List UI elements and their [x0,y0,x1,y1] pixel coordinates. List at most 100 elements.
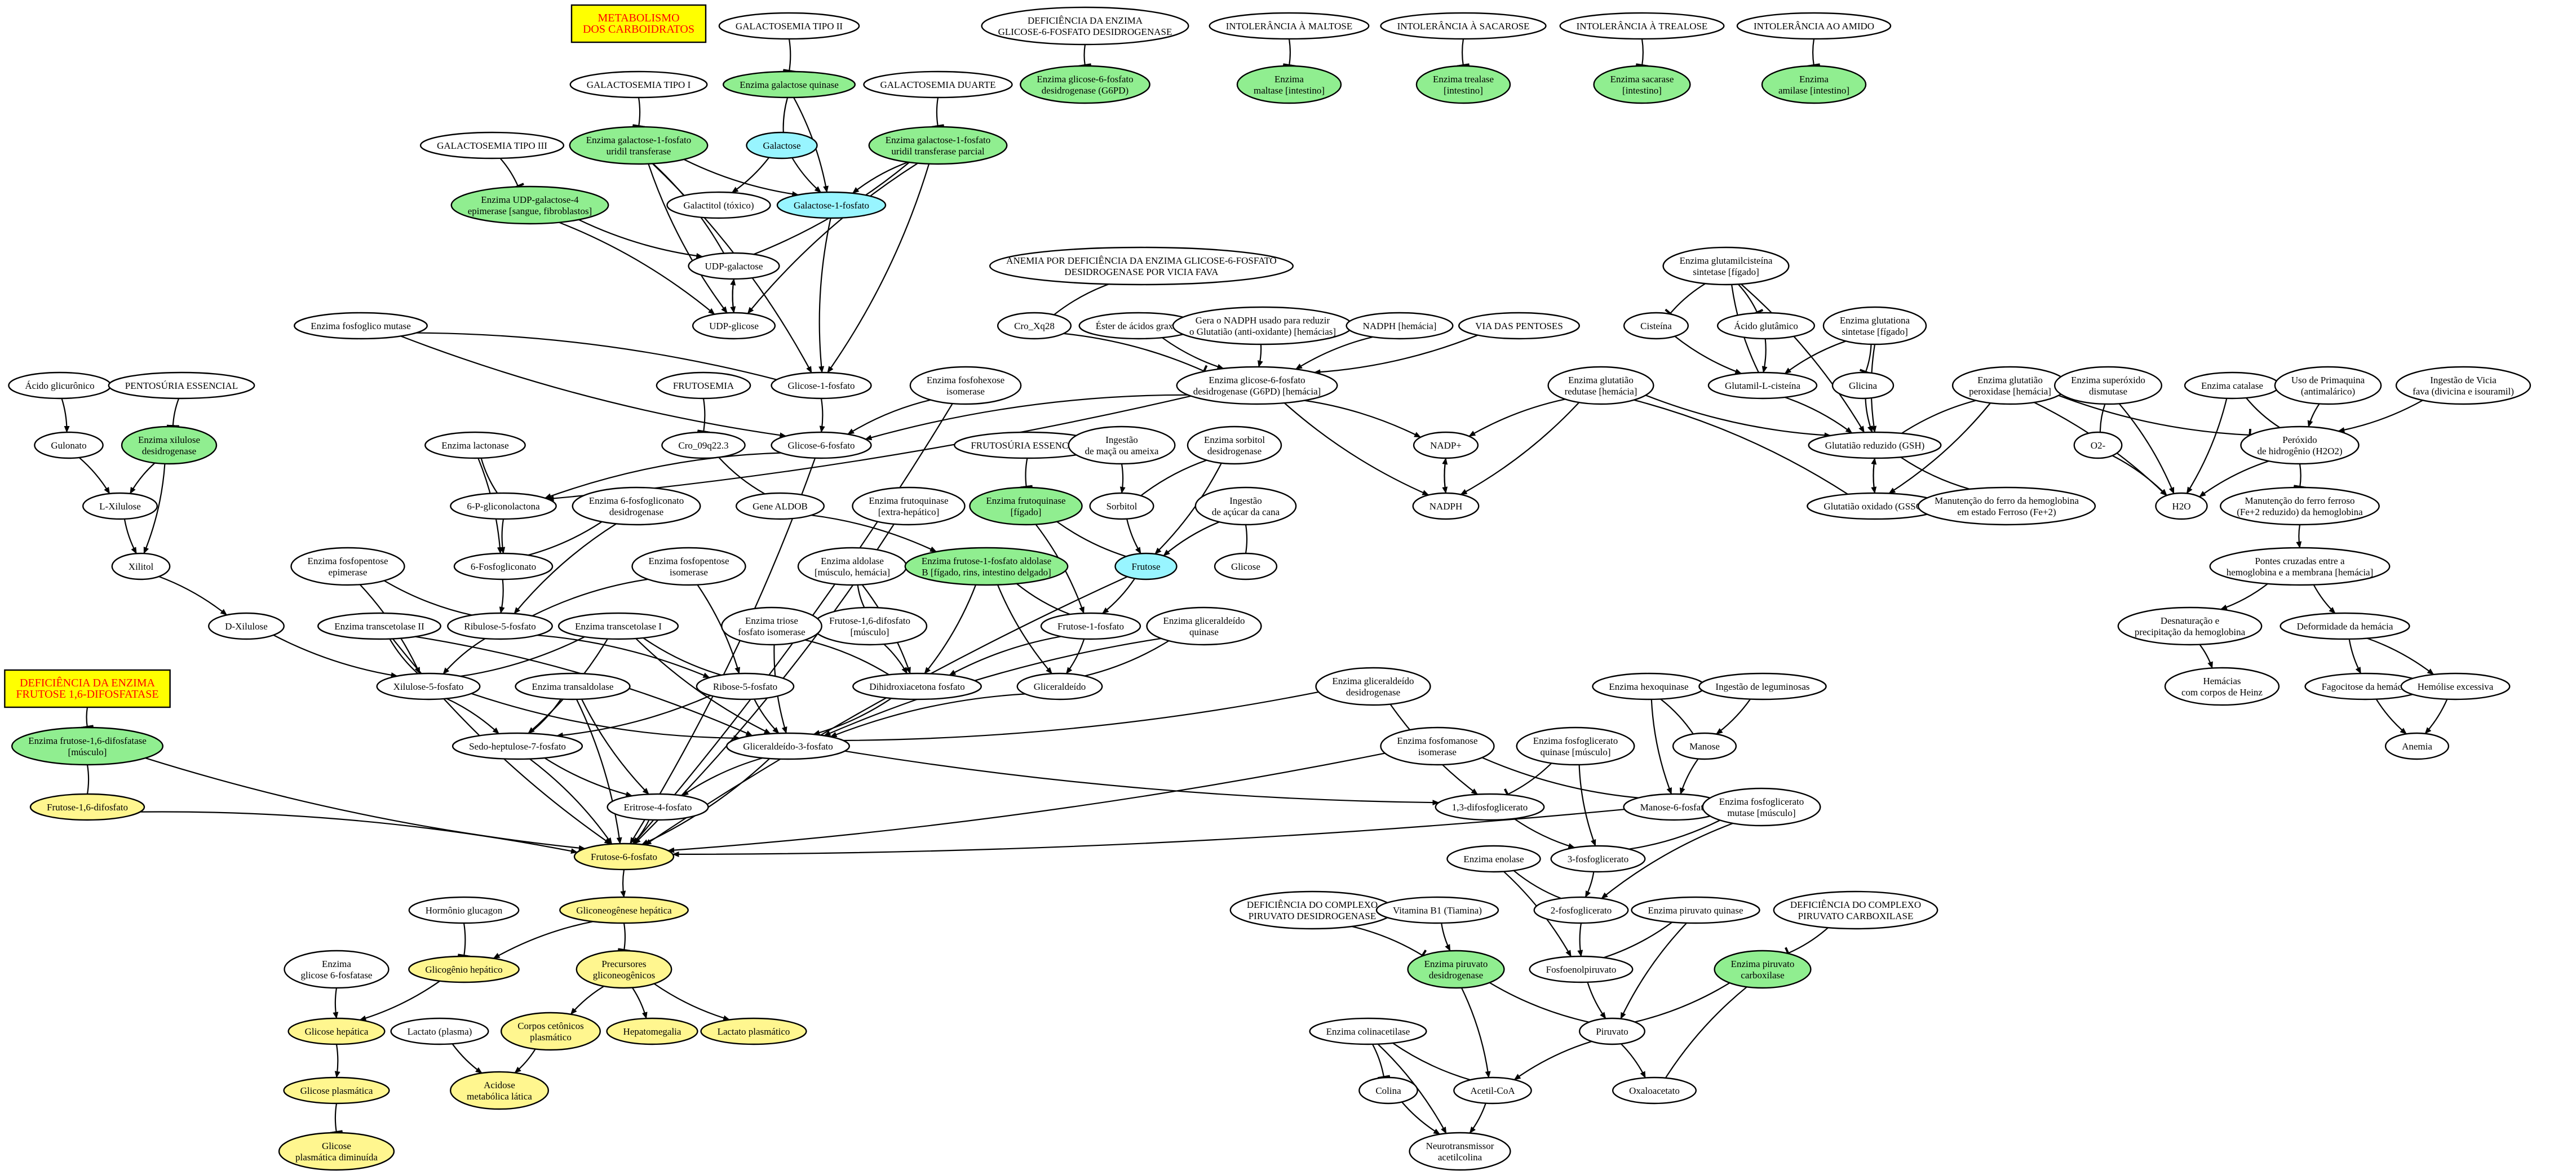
node-label: VIA DAS PENTOSES [1475,321,1563,331]
node-label: Frutose-1,6-difosfato [47,802,128,813]
node-label: Enzima fosfoglicerato [1533,735,1618,746]
node-shape [661,431,746,459]
node-label: Enzima [1799,74,1829,85]
node-label: Enzima glutationa [1840,315,1910,326]
node-shape [2117,606,2263,646]
node-label: Enzima galactose quinase [740,79,839,90]
edge-pentosuria-to-e_xilulose_desid [166,398,180,428]
node-frut16dp-y: Frutose-1,6-difosfato [29,793,145,821]
node-label: Enzima galactose-1-fosfato [886,135,990,145]
node-shape [2164,667,2280,706]
node-label: DOS CARBOIDRATOS [583,23,694,36]
node-label: [músculo] [68,747,107,757]
node-shape [1068,425,1176,465]
edge-fagocitose-to-anemia [2375,699,2407,735]
node-label: GALACTOSEMIA TIPO III [437,140,547,151]
edge-eritrose4p-to-frut6p [632,819,650,845]
node-e-fosfoglicomutase: Enzima fosfoglico mutase [294,312,428,340]
node-frut6p: Frutose-6-fosfato [573,843,675,871]
edge-glicina-to-glutationa_red [1865,398,1873,433]
node-galduarte: GALACTOSEMIA DUARTE [863,70,1013,99]
edge-e_glutamilcist-to-ac_glutamico [1737,283,1764,316]
node-hormonio-glucagon: Hormônio glucagon [408,896,520,924]
node-dihidroxiacetona: Dihidroxiacetona fosfato [852,672,982,700]
node-anemia-fava: ANEMIA POR DEFICIÊNCIA DA ENZIMA GLICOSE… [989,246,1294,286]
node-label: DEFICIÊNCIA DO COMPLEXO [1790,899,1921,910]
node-oxaloacetato: Oxaloacetato [1612,1076,1697,1105]
edge-e_sorbitol_desid-to-frutose [1154,463,1222,555]
node-label: Ribose-5-fosfato [713,681,777,692]
node-label: Precursores [601,959,646,969]
edge-manut_ferro_ferroso-to-pontes [2296,524,2302,548]
node-e-transaldolase: Enzima transaldolase [515,672,631,700]
edge-anemia_fava-to-cro_xq28 [1054,283,1109,316]
node-shape [692,312,776,340]
edge-int_trealose-to-e_sacarase [1635,38,1649,68]
node-label: Frutose-1-fosfato [1057,621,1124,632]
node-galactitol: Galactitol (tóxico) [666,191,771,219]
edge-nadph-to-nadp [1442,458,1448,494]
node-shape [11,726,163,766]
edge-e_fosfoglicerato_quin-to-bifosfoglicerato [1503,762,1552,801]
edge-e_galt-to-gal1p [683,158,799,197]
edge-nadph_hem-to-e_g6pd_hem [1295,336,1373,370]
node-label: Hormônio glucagon [426,905,503,916]
node-shape [284,950,390,989]
node-label: Enzima 6-fosfogliconato [589,495,684,506]
edge-glc6p-to-gliconolactona [544,452,781,499]
node-shape [631,547,746,586]
node-sorbitol: Sorbitol [1089,492,1154,520]
node-label: Glicogênio hepático [425,964,502,975]
node-label: Enzima catalase [2201,380,2263,391]
node-label: mutase [músculo] [1727,808,1795,818]
node-label: epimerase [sangue, fibroblastos] [468,206,592,216]
node-primaquina: Uso de Primaquina(antimalárico) [2274,366,2382,405]
edge-frut16dp_musc-to-dihidroxiacetona [883,644,908,675]
node-shape [666,191,771,219]
node-label: amilase [intestino] [1778,85,1849,96]
edge-fosfoglicerato2-to-fosfoenolpiruvato [1577,923,1583,957]
edge-e_superoxido-to-h2o [2118,403,2175,494]
edge-e_fosfoglicomutase-to-glc1p [416,332,777,380]
edge-e_hexoquinase-to-manose6p [1650,699,1672,795]
node-label: Gulonato [51,440,86,451]
edge-e_glutationa_redutase-to-glutationa_oxi [1634,399,1848,495]
node-shape [1375,896,1499,924]
node-e-hexoquinase: Enzima hexoquinase [1592,672,1706,700]
node-label: Frutose-6-fosfato [591,852,657,862]
node-shape [606,1017,698,1045]
node-label: Enzima sorbitol [1204,434,1265,445]
edge-colina-to-neurotransmissor [1401,1101,1441,1135]
edge-precursores-to-corpos_cetonicos [570,985,605,1015]
edge-glutationa_oxi-to-glutationa_red [1871,458,1877,494]
node-shape [1040,612,1141,640]
node-label: [extra-hepático] [878,507,940,517]
node-label: Enzima fosfopentose [307,556,388,566]
node-label: de açúcar da cana [1212,507,1280,517]
edge-e_glc6fosfatase-to-glc_hepatica [333,987,339,1019]
edge-fosfoglicerato3-to-fosfoglicerato2 [1584,871,1595,898]
node-label: Gliconeogênese hepática [576,905,672,916]
edge-o2-to-h2o [2112,455,2167,496]
node-label: FRUTOSE 1,6-DIFOSFATASE [16,688,158,700]
node-label: Glicose plasmática [300,1085,373,1096]
node-label: Enzima sacarase [1610,74,1674,85]
edge-gal3-to-e_udpgal_epim [499,158,524,190]
edge-ingest_legum-to-manose [1715,698,1751,735]
edge-e_frut1p_aldolase-to-dihidroxiacetona [924,584,977,674]
node-label: Enzima frutose-1,6-difosfatase [28,735,147,746]
node-label: Enzima piruvato quinase [1648,905,1743,916]
node-label: hemoglobina e a membrana [hemácia] [2227,567,2374,578]
node-shape [34,431,104,459]
node-fosfoglicerato2: 2-fosfoglicerato [1533,896,1629,924]
edge-e_udpgal_epim-to-udpgal [578,219,703,259]
node-shape [1672,732,1737,760]
node-gliceraldeido: Gliceraldeído [1016,672,1103,700]
node-int-trealose: INTOLERÂNCIA À TREALOSE [1559,12,1725,40]
edge-ac_glutamico-to-glutamil_cist [1761,338,1768,373]
node-label: Cro_Xq28 [1014,321,1055,331]
